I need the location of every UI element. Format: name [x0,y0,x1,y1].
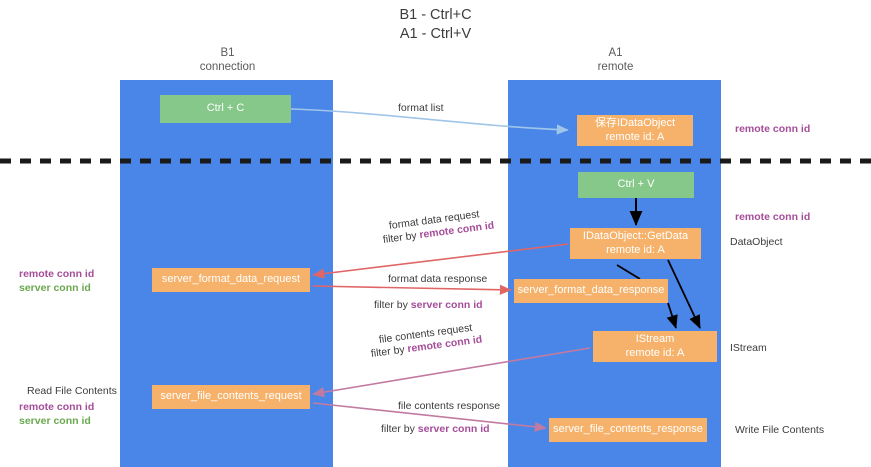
server-conn-id-text: server conn id [410,299,483,311]
node-server-format-data-response[interactable]: server_format_data_response [514,279,668,303]
annotation-dataobject: DataObject [730,236,783,248]
node-istream-remote[interactable]: IStream remote id: A [593,331,717,362]
annotation-conn-id-stack-mid: remote conn id server conn id [19,268,94,295]
column-header-a1: A1 remote [597,47,634,73]
node-server-file-contents-response[interactable]: server_file_contents_response [549,418,707,442]
annotation-conn-id-stack-bottom: remote conn id server conn id [19,401,94,428]
filter-by-text: filter by [382,229,421,246]
server-conn-id-text: server conn id [417,423,490,435]
annotation-write-file-contents: Write File Contents [735,424,825,436]
annotation-istream: IStream [730,342,767,354]
edge-label-format-data-response-filter: filter by server conn id [374,298,483,312]
edge-label-file-contents-response-filter: filter by server conn id [381,422,490,436]
column-header-b1: B1 connection [199,47,256,73]
node-ctrl-c[interactable]: Ctrl + C [160,95,291,123]
edge-label-format-list: format list [398,102,444,114]
filter-by-text: filter by [381,423,418,435]
node-server-format-data-request[interactable]: server_format_data_request [152,268,310,292]
annotation-server-conn-id: server conn id [19,281,91,294]
node-idataobject-remote[interactable]: 保存IDataObject remote id: A [577,115,693,146]
edge-label-format-data-response: format data response [388,273,488,285]
annotation-remote-conn-id-top: remote conn id [735,123,811,135]
annotation-remote-conn-id: remote conn id [19,268,95,280]
edge-label-file-contents-response: file contents response [398,400,501,412]
annotation-server-conn-id: server conn id [19,414,91,427]
diagram-title: B1 - Ctrl+C A1 - Ctrl+V [399,7,472,42]
node-server-file-contents-request[interactable]: server_file_contents_request [152,385,310,409]
annotation-read-file-contents: Read File Contents [27,385,117,397]
filter-by-text: filter by [370,343,409,360]
node-idataobject-getdata[interactable]: IDataObject::GetData remote id: A [570,228,701,259]
filter-by-text: filter by [374,299,411,311]
annotation-remote-conn-id-mid: remote conn id [735,211,811,223]
node-ctrl-v[interactable]: Ctrl + V [578,172,694,198]
annotation-remote-conn-id: remote conn id [19,401,95,413]
